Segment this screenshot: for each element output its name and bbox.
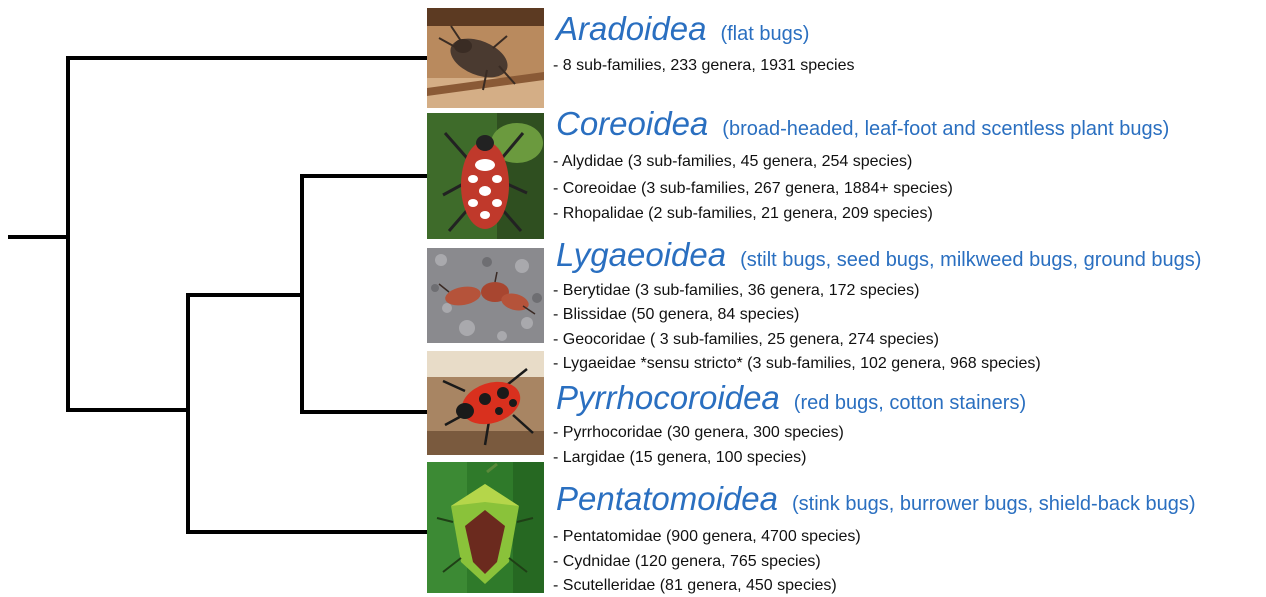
family-line: - Lygaeidae *sensu stricto* (3 sub-famil… <box>553 355 1041 373</box>
coreoidea-photo <box>427 113 544 239</box>
common-names: (red bugs, cotton stainers) <box>794 392 1026 414</box>
common-names: (stilt bugs, seed bugs, milkweed bugs, g… <box>740 249 1201 271</box>
common-names: (broad-headed, leaf-foot and scentless p… <box>722 118 1169 140</box>
family-line: - Pyrrhocoridae (30 genera, 300 species) <box>553 424 844 442</box>
family-line: - 8 sub-families, 233 genera, 1931 speci… <box>553 57 855 75</box>
family-line: - Coreoidae (3 sub-families, 267 genera,… <box>553 180 953 198</box>
family-line: - Largidae (15 genera, 100 species) <box>553 449 807 467</box>
family-line: - Alydidae (3 sub-families, 45 genera, 2… <box>553 153 912 171</box>
pentatomoidea-title: Pentatomoidea (stink bugs, burrower bugs,… <box>556 480 1196 518</box>
group-name: Pyrrhocoroidea <box>556 379 780 416</box>
phylogenetic-tree <box>0 0 430 597</box>
family-line: - Scutelleridae (81 genera, 450 species) <box>553 577 837 595</box>
lygaeoidea-photo <box>427 248 544 343</box>
coreoidea-title: Coreoidea (broad-headed, leaf-foot and sc… <box>556 105 1169 143</box>
group-name: Coreoidea <box>556 105 708 142</box>
common-names: (stink bugs, burrower bugs, shield-back … <box>792 493 1196 515</box>
family-line: - Blissidae (50 genera, 84 species) <box>553 306 799 324</box>
family-line: - Rhopalidae (2 sub-families, 21 genera,… <box>553 205 933 223</box>
family-line: - Cydnidae (120 genera, 765 species) <box>553 553 821 571</box>
pyrrhocoroidea-title: Pyrrhocoroidea (red bugs, cotton stainers… <box>556 379 1026 417</box>
aradoidea-title: Aradoidea (flat bugs) <box>556 10 809 48</box>
pyrrhocoroidea-photo <box>427 351 544 455</box>
aradoidea-photo <box>427 8 544 108</box>
group-name: Pentatomoidea <box>556 480 778 517</box>
lygaeoidea-title: Lygaeoidea (stilt bugs, seed bugs, milkwe… <box>556 236 1201 274</box>
family-line: - Berytidae (3 sub-families, 36 genera, … <box>553 282 919 300</box>
pentatomoidea-photo <box>427 462 544 593</box>
family-line: - Geocoridae ( 3 sub-families, 25 genera… <box>553 331 939 349</box>
family-line: - Pentatomidae (900 genera, 4700 species… <box>553 528 861 546</box>
group-name: Aradoidea <box>556 10 706 47</box>
group-name: Lygaeoidea <box>556 236 726 273</box>
common-names: (flat bugs) <box>720 23 809 45</box>
